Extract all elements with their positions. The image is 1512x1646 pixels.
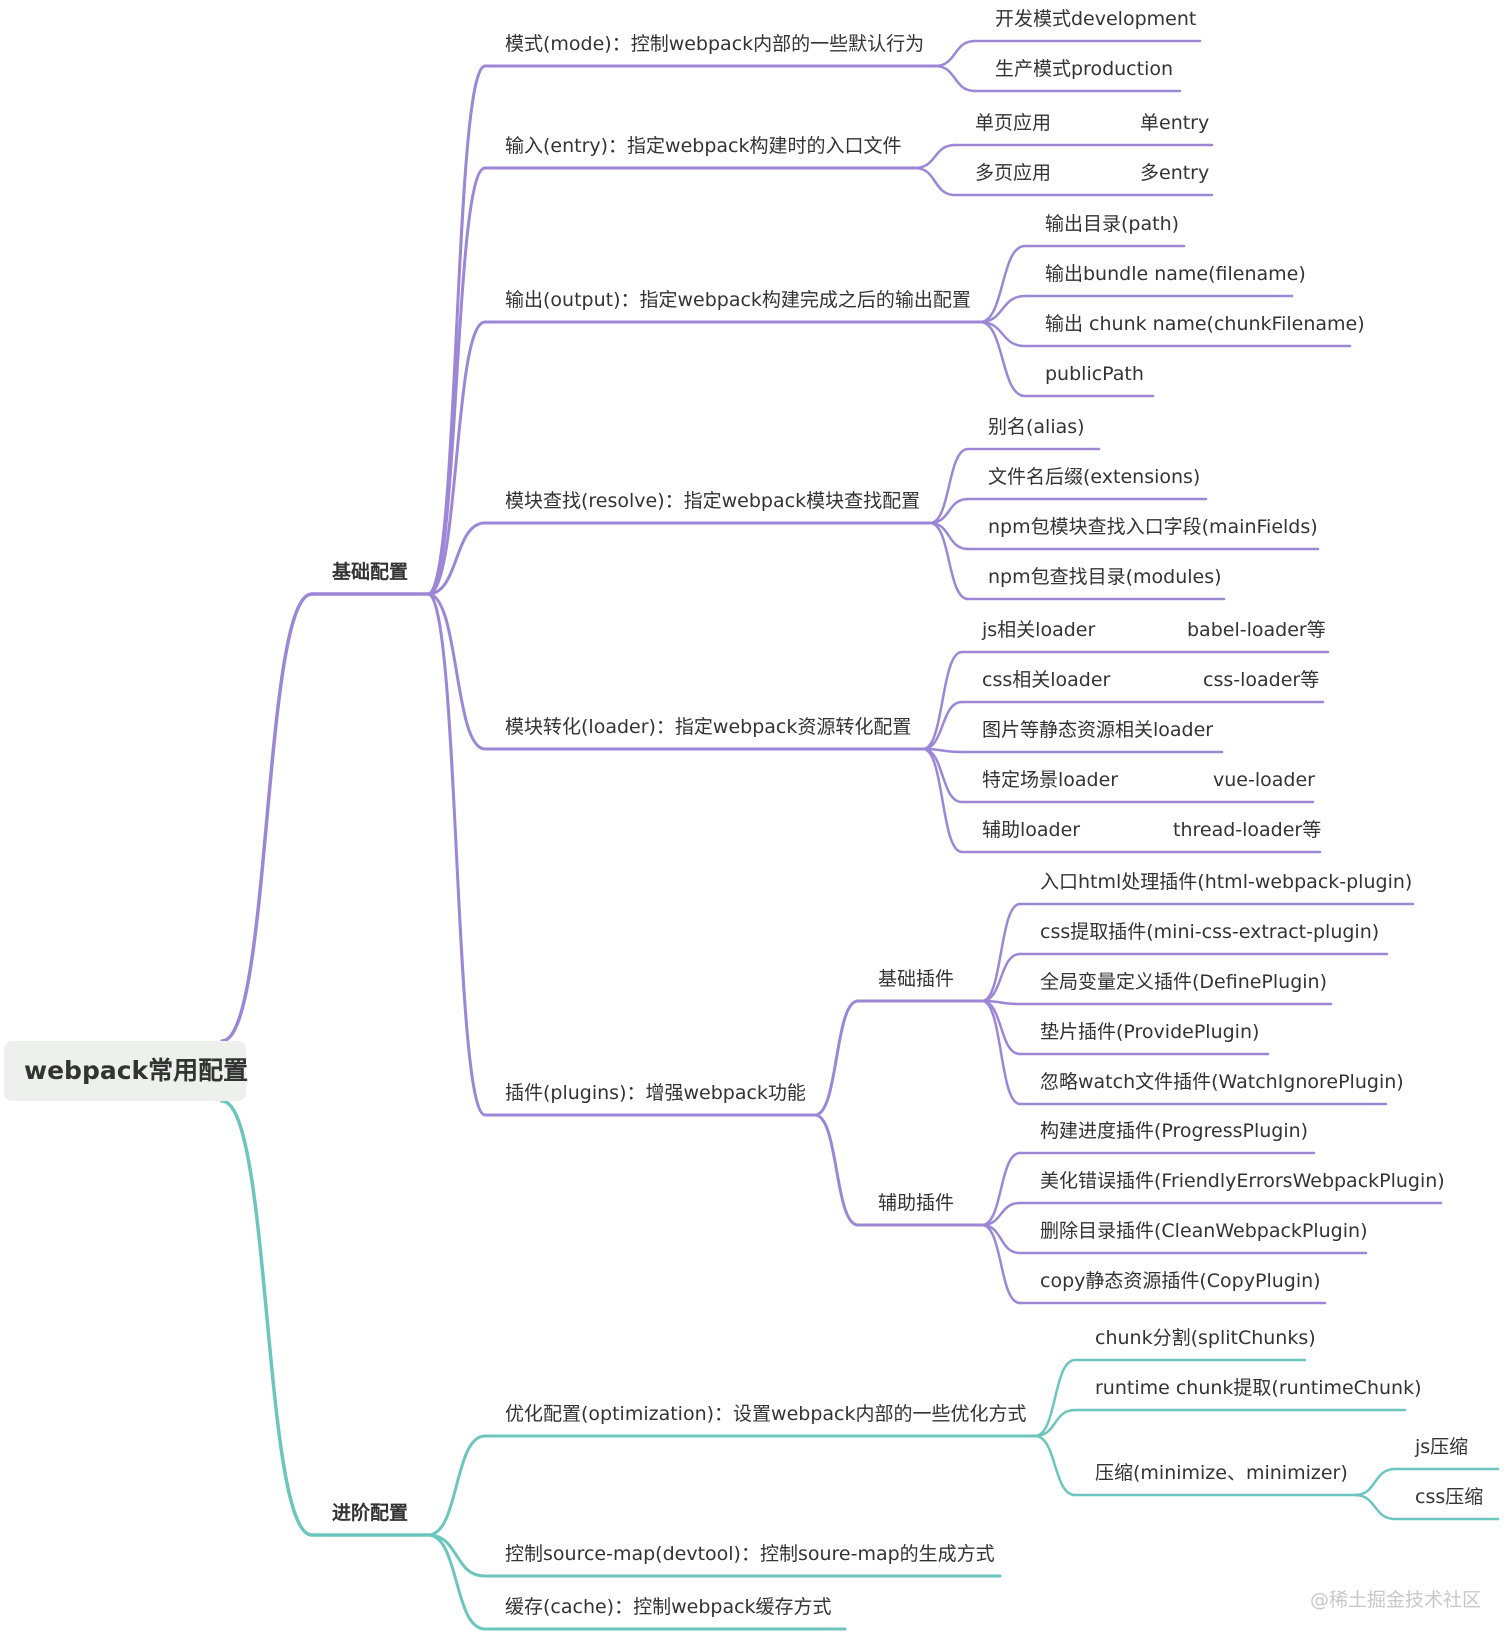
aux-plugin-item[interactable]: 美化错误插件(FriendlyErrorsWebpackPlugin) — [1040, 1170, 1445, 1192]
resolve-child-1-connector — [928, 497, 970, 525]
basic-plugin-0-connector — [980, 902, 1022, 1003]
optimization-child-1-connector — [1033, 1408, 1077, 1438]
loader-child-0-connector — [921, 650, 964, 751]
basic-plugin-item[interactable]: 忽略watch文件插件(WatchIgnorePlugin) — [1040, 1071, 1404, 1093]
entry-child-label[interactable]: 单页应用 — [975, 112, 1052, 134]
loader-child-1-connector — [921, 700, 964, 751]
minimize-child-item[interactable]: css压缩 — [1415, 1486, 1484, 1508]
advanced-connector — [220, 1099, 314, 1537]
advanced-cache-connector — [426, 1533, 487, 1631]
resolve-child-item[interactable]: npm包查找目录(modules) — [988, 566, 1222, 588]
entry-child-label[interactable]: 多页应用 — [975, 162, 1052, 184]
aux-plugin-3-connector — [980, 1223, 1022, 1305]
basic-plugins-connector — [426, 592, 487, 1117]
loader-child-value[interactable]: vue-loader — [1213, 769, 1315, 791]
root-node[interactable] — [4, 1041, 246, 1101]
advanced-optimization-connector — [426, 1434, 487, 1537]
root-node-label: webpack常用配置 — [24, 1056, 249, 1085]
loader-child-label[interactable]: 图片等静态资源相关loader — [982, 719, 1214, 741]
loader-node[interactable]: 模块转化(loader)：指定webpack资源转化配置 — [505, 716, 912, 738]
advanced-devtool-connector — [426, 1533, 487, 1578]
basic-plugin-item[interactable]: 垫片插件(ProvidePlugin) — [1040, 1021, 1260, 1043]
entry-child-1-connector — [913, 166, 957, 197]
resolve-child-item[interactable]: npm包模块查找入口字段(mainFields) — [988, 516, 1318, 538]
basic-loader-connector — [426, 592, 487, 751]
basic-plugins-node[interactable]: 基础插件 — [878, 968, 955, 990]
output-child-item[interactable]: publicPath — [1045, 363, 1144, 385]
loader-child-label[interactable]: js相关loader — [982, 619, 1096, 641]
basic-plugin-4-connector — [980, 999, 1022, 1106]
basic-resolve-connector — [426, 521, 487, 596]
mode-child-1-connector — [933, 64, 977, 93]
basic-plugin-item[interactable]: 入口html处理插件(html-webpack-plugin) — [1040, 871, 1413, 893]
loader-child-label[interactable]: css相关loader — [982, 669, 1111, 691]
minimize-connector — [1033, 1434, 1077, 1497]
aux-plugin-item[interactable]: 删除目录插件(CleanWebpackPlugin) — [1040, 1220, 1368, 1242]
resolve-node[interactable]: 模块查找(resolve)：指定webpack模块查找配置 — [505, 490, 921, 512]
output-child-0-connector — [978, 244, 1027, 324]
output-child-item[interactable]: 输出 chunk name(chunkFilename) — [1045, 313, 1365, 335]
plugins-node[interactable]: 插件(plugins)：增强webpack功能 — [505, 1082, 806, 1104]
aux-plugin-2-connector — [980, 1223, 1022, 1255]
entry-child-value[interactable]: 单entry — [1140, 112, 1210, 134]
loader-child-label[interactable]: 辅助loader — [982, 819, 1081, 841]
basic-config-node[interactable]: 基础配置 — [332, 561, 409, 583]
devtool-node[interactable]: 控制source-map(devtool)：控制soure-map的生成方式 — [505, 1543, 995, 1565]
basic-connector — [220, 592, 314, 1043]
output-child-item[interactable]: 输出bundle name(filename) — [1045, 263, 1306, 285]
output-child-item[interactable]: 输出目录(path) — [1045, 213, 1180, 235]
loader-child-value[interactable]: css-loader等 — [1203, 669, 1320, 691]
cache-node[interactable]: 缓存(cache)：控制webpack缓存方式 — [505, 1596, 832, 1618]
optimization-child-item[interactable]: runtime chunk提取(runtimeChunk) — [1095, 1377, 1422, 1399]
aux-plugins-node[interactable]: 辅助插件 — [878, 1192, 955, 1214]
basic-plugin-item[interactable]: 全局变量定义插件(DefinePlugin) — [1040, 971, 1328, 993]
aux-plugin-item[interactable]: copy静态资源插件(CopyPlugin) — [1040, 1270, 1321, 1292]
minimize-child-0-connector — [1353, 1467, 1397, 1497]
resolve-child-item[interactable]: 别名(alias) — [988, 416, 1085, 438]
output-node[interactable]: 输出(output)：指定webpack构建完成之后的输出配置 — [505, 289, 971, 311]
output-child-1-connector — [978, 294, 1027, 324]
minimize-child-item[interactable]: js压缩 — [1415, 1436, 1469, 1458]
resolve-child-item[interactable]: 文件名后缀(extensions) — [988, 466, 1201, 488]
resolve-child-0-connector — [928, 447, 970, 525]
watermark: @稀土掘金技术社区 — [1310, 1589, 1482, 1611]
mode-child-0-connector — [933, 39, 977, 68]
optimization-child-item[interactable]: chunk分割(splitChunks) — [1095, 1327, 1316, 1349]
loader-child-label[interactable]: 特定场景loader — [982, 769, 1119, 791]
optimization-child-0-connector — [1033, 1358, 1077, 1438]
optimization-node[interactable]: 优化配置(optimization)：设置webpack内部的一些优化方式 — [505, 1403, 1027, 1425]
loader-child-4-connector — [921, 747, 964, 854]
mode-node[interactable]: 模式(mode)：控制webpack内部的一些默认行为 — [505, 33, 925, 55]
output-child-3-connector — [978, 320, 1027, 398]
basic-output-connector — [426, 320, 487, 596]
entry-child-0-connector — [913, 143, 957, 170]
loader-child-value[interactable]: babel-loader等 — [1187, 619, 1326, 641]
minimize-node[interactable]: 压缩(minimize、minimizer) — [1095, 1462, 1348, 1484]
plugins-aux-connector — [813, 1113, 860, 1227]
mode-child-item[interactable]: 开发模式development — [995, 8, 1197, 30]
loader-child-value[interactable]: thread-loader等 — [1173, 819, 1322, 841]
entry-child-value[interactable]: 多entry — [1140, 162, 1210, 184]
basic-entry-connector — [426, 166, 487, 596]
basic-plugin-1-connector — [980, 952, 1022, 1003]
resolve-child-3-connector — [928, 521, 970, 601]
minimize-child-1-connector — [1353, 1493, 1397, 1521]
plugins-basic-connector — [813, 999, 860, 1117]
entry-node[interactable]: 输入(entry)：指定webpack构建时的入口文件 — [505, 135, 902, 157]
basic-plugin-item[interactable]: css提取插件(mini-css-extract-plugin) — [1040, 921, 1380, 943]
advanced-config-node[interactable]: 进阶配置 — [332, 1502, 409, 1524]
mode-child-item[interactable]: 生产模式production — [995, 58, 1174, 80]
aux-plugin-item[interactable]: 构建进度插件(ProgressPlugin) — [1040, 1120, 1309, 1142]
aux-plugin-0-connector — [980, 1151, 1022, 1227]
